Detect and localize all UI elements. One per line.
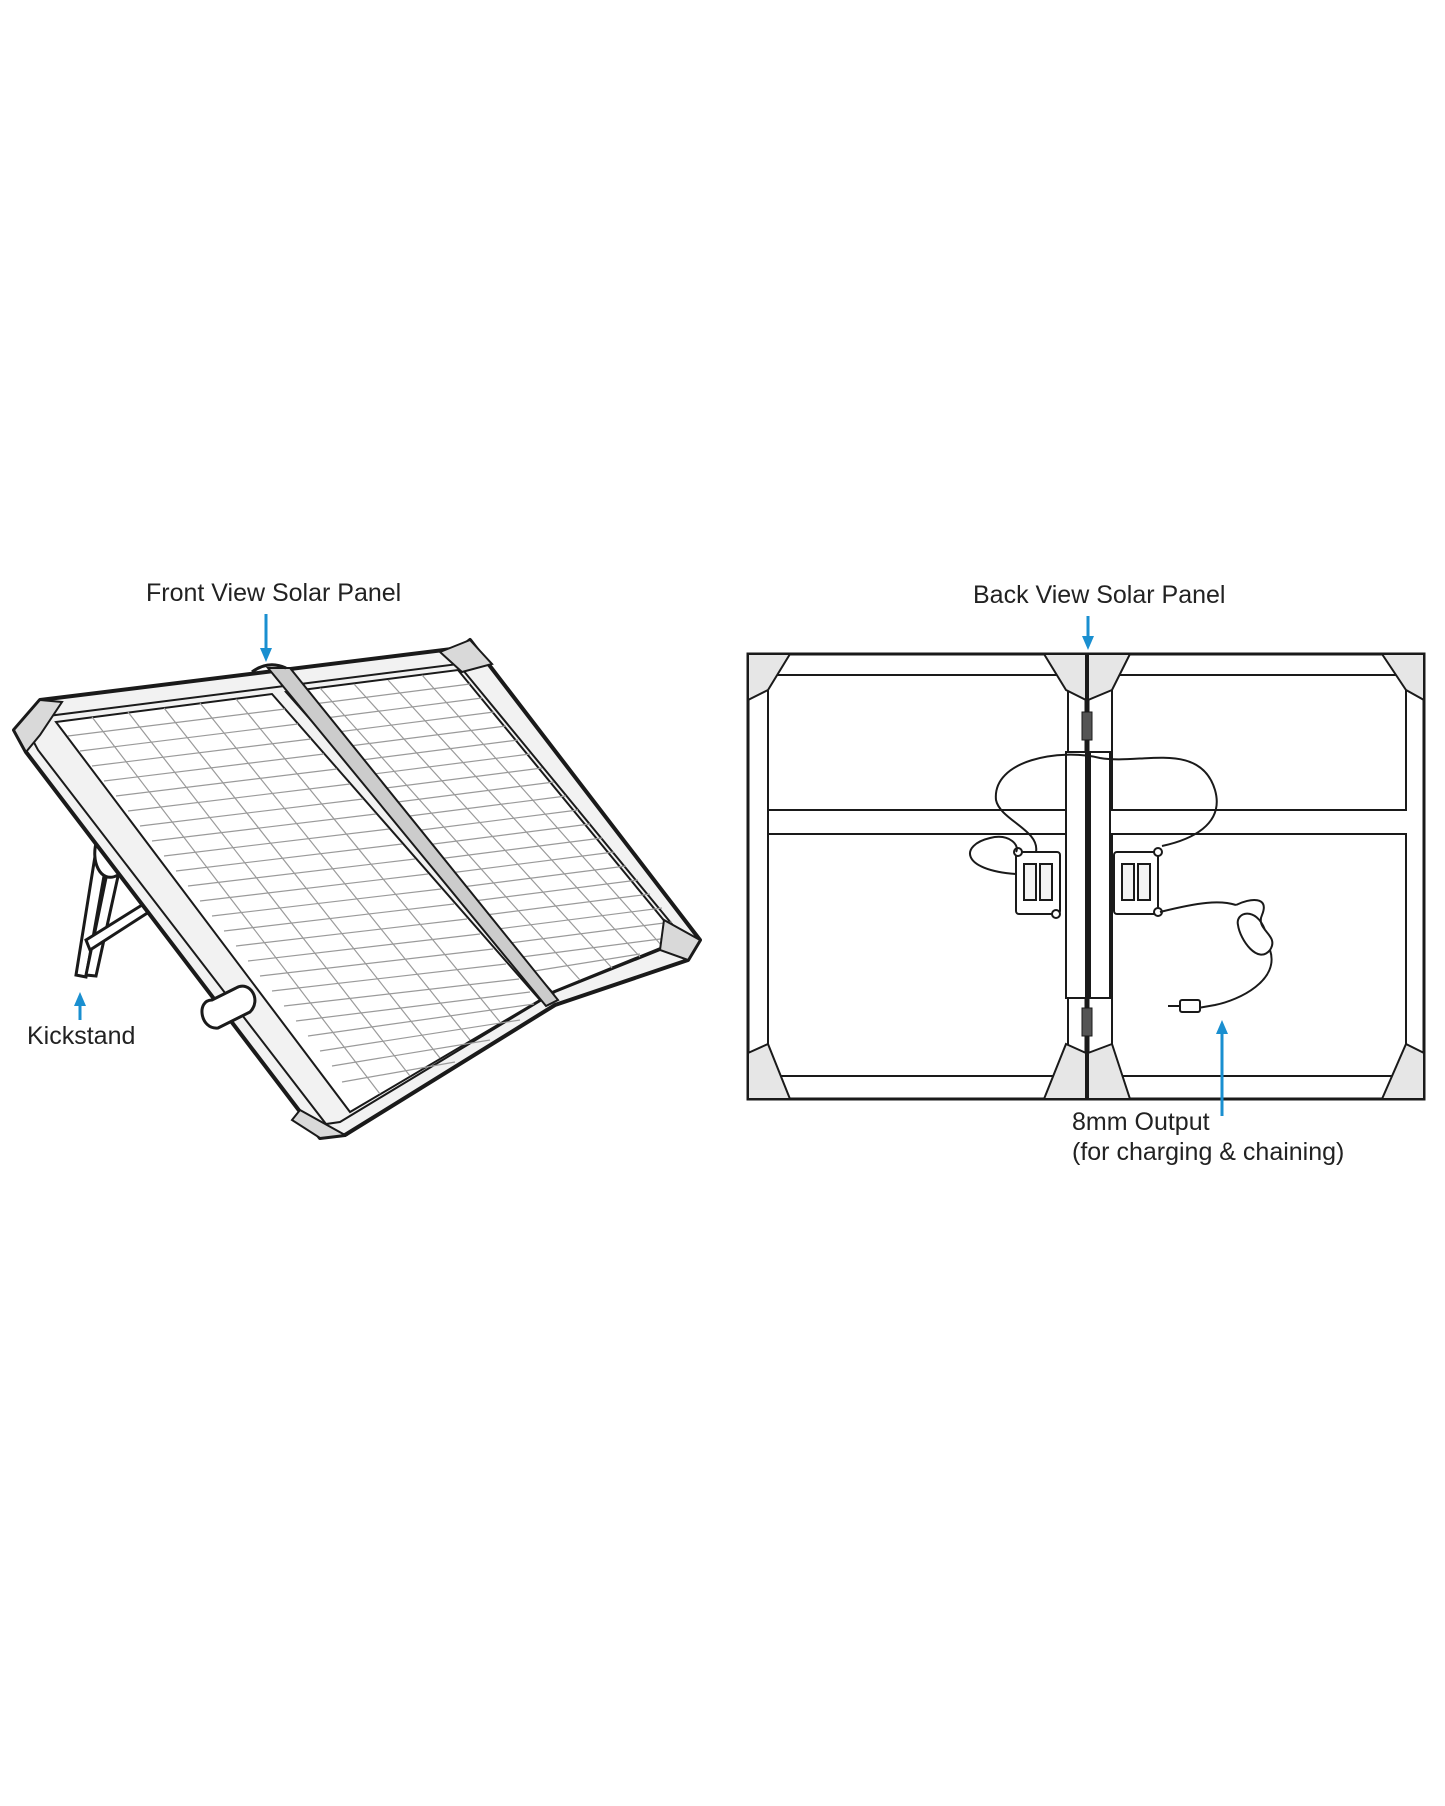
front-right-panel [283,668,682,994]
output-label-detail: (for charging & chaining) [1072,1138,1345,1166]
front-left-panel [54,692,542,1114]
back-view-solar-panel [746,652,1426,1101]
junction-box-right [1113,847,1163,917]
kickstand-label: Kickstand [27,1022,136,1050]
front-view-solar-panel [12,638,702,1140]
back-view-label: Back View Solar Panel [973,581,1226,609]
front-latch [200,984,257,1030]
8mm-output-connector [1168,999,1201,1013]
output-label: 8mm Output [1072,1108,1210,1136]
callout-arrows [74,614,1228,1116]
front-view-label: Front View Solar Panel [146,579,402,607]
junction-box-left [1013,847,1061,919]
